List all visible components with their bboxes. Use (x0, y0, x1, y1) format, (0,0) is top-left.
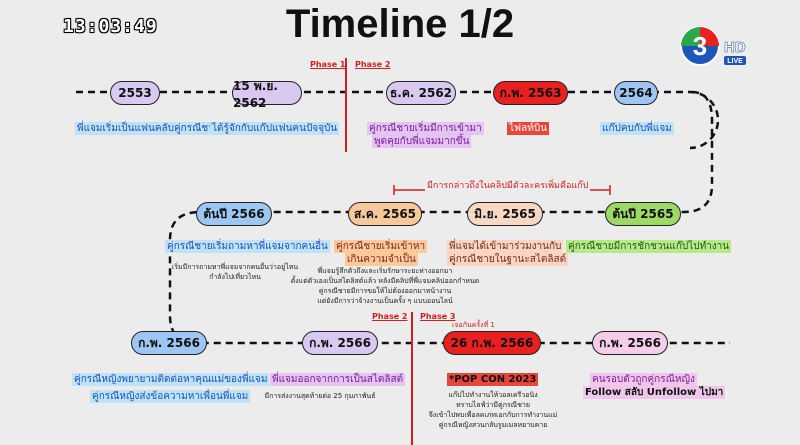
note-line: คู่กรณีชายมีการขอให้ไม่ต้องออกมาหน้างาน (318, 287, 452, 295)
event-label: แก๊ปคบกับพี่แจม (600, 122, 674, 135)
event-label: คู่กรณีชายในฐานะสไตลิสต์ (447, 253, 569, 266)
timeline-node-26-feb-2566: 26 ก.พ. 2566 (443, 331, 541, 355)
note-line: คู่กรณีหญิงสวนกลับรูมเมลหยาบคาย (438, 421, 548, 429)
event-label: *POP CON 2023 (447, 373, 539, 386)
event-label: พูดคุยกับพี่แจมมากขึ้น (372, 135, 472, 148)
phase-3-label: Phase 3 (420, 312, 456, 321)
event-label: พี่แจมได้เข้ามาร่วมงานกับ (447, 240, 564, 253)
logo-live: LIVE (727, 58, 743, 65)
logo-digit: 3 (693, 31, 707, 61)
event-note: เริ่มมีการถามหาพี่แจมจากคนอื่นว่าอยู่ไหน… (170, 262, 300, 282)
note-line: แก๊ปไปทำงานให้วอลเดรีวอนิง (448, 391, 538, 399)
timeline-node-2564: 2564 (614, 81, 658, 105)
event-label: พี่แจมออกจากการเป็นสไตลิสต์ (270, 373, 406, 386)
note-line: กำลังไปเที่ยวไหน (209, 273, 261, 281)
note-line: ทราบไลฟ์ว่ามีคู่กรณีชาย (456, 401, 530, 409)
phase-2-label: Phase 2 (355, 60, 391, 69)
timeline-node-dec-2562: ธ.ค. 2562 (386, 81, 456, 105)
timeline-node-2553: 2553 (110, 81, 160, 105)
event-note: พี่แจมรู้สึกตัวถึงและเริ่มรักษาระยะห่างอ… (290, 266, 480, 306)
event-label: คู่กรณีชายมีการชักชวนแก๊ปไปทำงาน (566, 240, 732, 253)
event-label: ไฟลท์บิน (507, 122, 550, 135)
event-note: มีการส่งงานสุดท้ายต่อ 25 กุมภาพันธ์ (264, 392, 376, 400)
note-line: พี่แจมรู้สึกตัวถึงและเริ่มรักษาระยะห่างอ… (317, 267, 453, 275)
event-label: ได้รู้จักกับแก๊ปแฟนคนปัจจุบัน (210, 122, 340, 135)
event-label: คู่กรณีชายเริ่มมีการเข้ามา (367, 122, 484, 135)
logo-hd: HD (724, 39, 746, 56)
timeline-node-feb-2566-c: ก.พ. 2566 (592, 331, 668, 355)
event-label: คู่กรณีหญิงส่งข้อความหาเพื่อนพี่แจม (90, 390, 251, 403)
note-line: แต่ยังมีการว่าจ้างงานเป็นครั้ง ๆ แบบออนไ… (317, 297, 453, 305)
phase-1-label: Phase 1 (310, 60, 346, 69)
event-label: Follow สลับ Unfollow ไปมา (583, 386, 726, 399)
timeline-node-nov-2562: 15 พ.ย. 2562 (232, 79, 302, 110)
event-note: แก๊ปไปทำงานให้วอลเดรีวอนิง ทราบไลฟ์ว่ามี… (408, 390, 578, 430)
phase-2-label-bottom: Phase 2 (372, 312, 408, 321)
note-line: ตั้งแต่ตัวเองเป็นสไตลิสต์แล้ว หลังมีคลิป… (290, 277, 480, 285)
meet-count-tag: เจอกันครั้งที่ 1 (452, 321, 495, 329)
event-label: คนรอบตัวถูกคู่กรณีหญิง (590, 373, 697, 386)
event-label: คู่กรณีหญิงพยายามติดต่อหาคุณแม่ของพี่แจม (72, 373, 270, 386)
broadcast-clock: 13:03:49 (63, 16, 158, 37)
event-label: เกินความจำเป็น (345, 253, 418, 266)
bracket-caption: มีการกล่าวถึงในคลิปมีตัวละครเพิ่มคือแก๊ป (425, 180, 591, 193)
timeline-node-feb-2566-b: ก.พ. 2566 (302, 331, 378, 355)
timeline-node-feb-2563: ก.พ. 2563 (493, 81, 568, 105)
channel-3-logo: 3 HD LIVE (678, 22, 758, 72)
event-label: คู่กรณีชายเริ่มถามหาพี่แจมจากคนอื่น (165, 240, 330, 253)
event-label: พี่แจมเริ่มเป็นแฟนคลับคู่กรณีชาย (75, 122, 222, 135)
note-line: จึงเข้าไปพบเพื่อลดเภทเอกกับการทำงานแม่ (428, 411, 558, 419)
timeline-node-aug-2565: ส.ค. 2565 (348, 202, 422, 226)
timeline-node-jun-2565: มิ.ย. 2565 (467, 202, 543, 226)
timeline-node-feb-2566-a: ก.พ. 2566 (131, 331, 207, 355)
note-line: เริ่มมีการถามหาพี่แจมจากคนอื่นว่าอยู่ไหน (171, 263, 299, 271)
timeline-node-early-2566: ต้นปี 2566 (196, 202, 272, 226)
event-label: คู่กรณีชายเริ่มเข้าหา (334, 240, 428, 253)
timeline-node-early-2565: ต้นปี 2565 (605, 202, 681, 226)
page-title: Timeline 1/2 (285, 2, 515, 46)
